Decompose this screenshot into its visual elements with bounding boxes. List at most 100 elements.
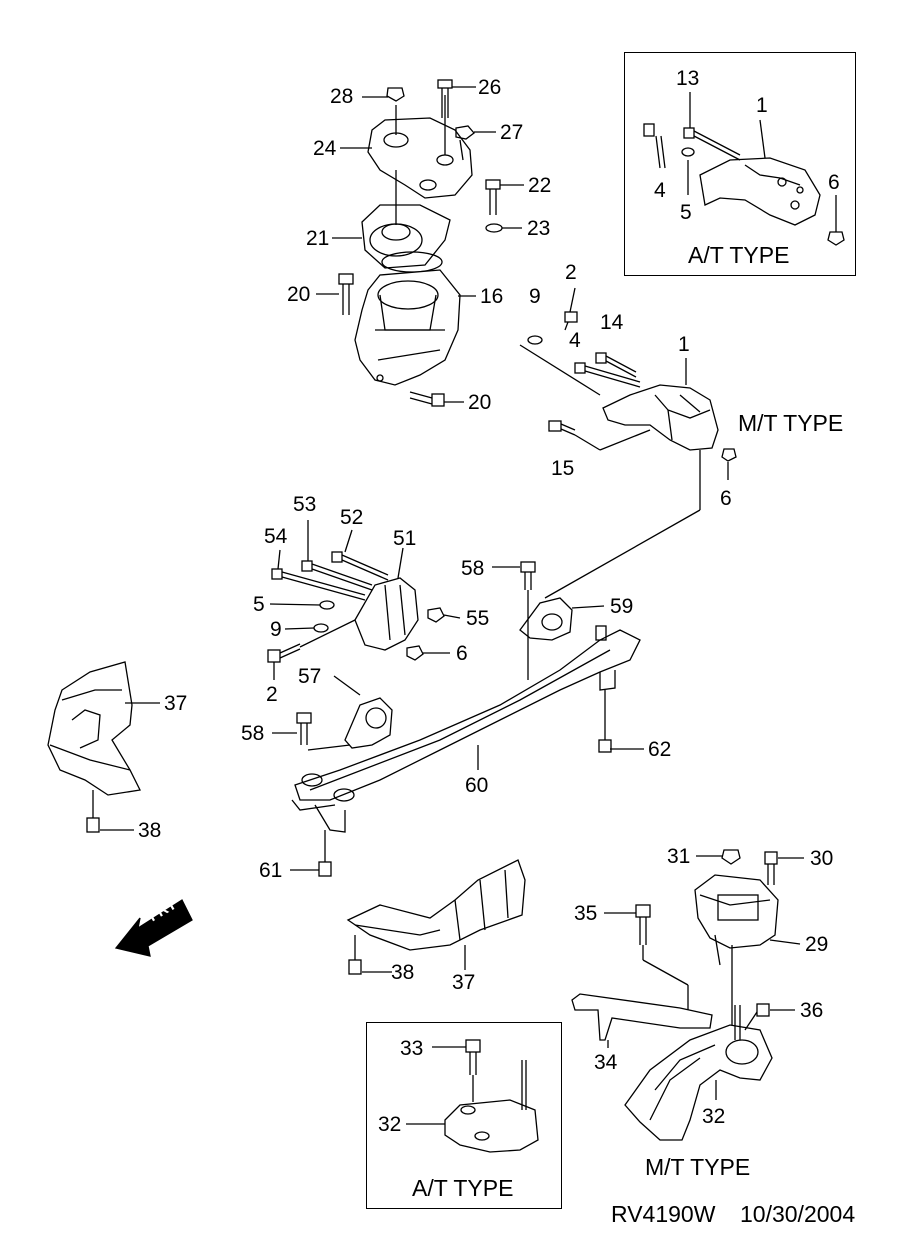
callout-37-center: 37 xyxy=(452,971,476,994)
bolt-53 xyxy=(301,560,373,591)
callout-38-center: 38 xyxy=(391,961,415,984)
callout-53: 53 xyxy=(293,493,317,516)
bolt-36 xyxy=(744,1003,770,1031)
washer-23 xyxy=(485,223,503,233)
crossmember-60 xyxy=(291,625,641,833)
bolt-2 xyxy=(267,643,301,663)
washer-5 xyxy=(319,600,335,610)
callout-38-left: 38 xyxy=(138,819,162,842)
callout-5: 5 xyxy=(253,593,265,616)
callout-61: 61 xyxy=(259,859,283,882)
mt-type-label-bottom: M/T TYPE xyxy=(645,1154,751,1180)
mt-washer-9 xyxy=(527,335,543,345)
callout-24: 24 xyxy=(313,137,337,160)
bolt-20-lower xyxy=(409,391,445,407)
mt-transmission-mount-1 xyxy=(602,384,719,451)
mt-bolt-4 xyxy=(574,362,641,388)
callout-6: 6 xyxy=(456,642,468,665)
callout-13-at: 13 xyxy=(676,67,700,90)
mt-bolt-14 xyxy=(595,352,637,378)
at-type-box-bottom xyxy=(366,1022,562,1209)
bolt-58-lower xyxy=(296,712,312,745)
mount-29 xyxy=(694,874,779,1030)
leader-lines-at-top xyxy=(687,92,837,232)
callout-28: 28 xyxy=(330,85,354,108)
callout-2-mt: 2 xyxy=(565,261,577,284)
callout-27: 27 xyxy=(500,121,524,144)
callout-1-at: 1 xyxy=(756,94,768,117)
callout-21: 21 xyxy=(306,227,330,250)
callout-32-at: 32 xyxy=(378,1113,402,1136)
nut-31 xyxy=(721,849,741,865)
callout-52: 52 xyxy=(340,506,364,529)
mount-insulator-57 xyxy=(344,697,393,749)
at-bolt-13 xyxy=(683,127,741,161)
callout-57: 57 xyxy=(298,665,322,688)
callout-36: 36 xyxy=(800,999,824,1022)
bolt-30 xyxy=(764,851,778,885)
nut-6 xyxy=(406,645,424,661)
mt-type-label-mid: M/T TYPE xyxy=(738,410,844,436)
bolt-61 xyxy=(318,830,332,877)
callout-16: 16 xyxy=(480,285,504,308)
callout-20-upper: 20 xyxy=(287,283,311,306)
mount-insulator-59 xyxy=(519,597,573,641)
mt-bolt-2 xyxy=(564,311,578,331)
at-type-label-top: A/T TYPE xyxy=(688,242,790,268)
callout-15-mt: 15 xyxy=(551,457,575,480)
bolt-28 xyxy=(386,87,405,102)
stay-34 xyxy=(571,993,713,1041)
bolt-58-upper xyxy=(520,561,536,680)
at-bolt-4 xyxy=(643,123,666,169)
callout-30: 30 xyxy=(810,847,834,870)
bolt-22 xyxy=(485,179,501,215)
callout-22: 22 xyxy=(528,174,552,197)
leader-lines-51 xyxy=(269,520,461,680)
nut-27 xyxy=(455,125,475,140)
callout-20-lower: 20 xyxy=(468,391,492,414)
callout-62: 62 xyxy=(648,738,672,761)
callout-4-at: 4 xyxy=(654,179,666,202)
leader-lines-crossmember xyxy=(272,566,644,871)
leader-lines-bottom-right xyxy=(604,855,804,1100)
mt-nut-6 xyxy=(721,448,737,462)
front-arrow-icon xyxy=(114,899,193,957)
drawing-id: RV4190W xyxy=(611,1201,716,1227)
callout-5-at: 5 xyxy=(680,201,692,224)
leader-lines-top xyxy=(316,86,524,403)
callout-14-mt: 14 xyxy=(600,311,624,334)
bolt-54 xyxy=(271,568,366,601)
bolt-33 xyxy=(406,1039,481,1125)
callout-31: 31 xyxy=(667,845,691,868)
callout-9: 9 xyxy=(270,618,282,641)
bracket-32-at xyxy=(444,1060,539,1153)
nut-55 xyxy=(427,607,445,623)
bolt-38-center xyxy=(348,935,466,975)
at-mount-1-top xyxy=(699,119,821,226)
callout-55: 55 xyxy=(466,607,490,630)
callout-51: 51 xyxy=(393,527,417,550)
bolt-52 xyxy=(331,551,389,581)
callout-58-upper: 58 xyxy=(461,557,485,580)
callout-34: 34 xyxy=(594,1051,618,1074)
callout-6-mt: 6 xyxy=(720,487,732,510)
callout-33: 33 xyxy=(400,1037,424,1060)
bolt-38-left xyxy=(86,790,134,833)
callout-59: 59 xyxy=(610,595,634,618)
bolt-26 xyxy=(437,79,453,118)
callout-4-mt: 4 xyxy=(569,329,581,352)
callout-6-at: 6 xyxy=(828,171,840,194)
at-nut-6 xyxy=(827,231,845,246)
callout-29: 29 xyxy=(805,933,829,956)
at-type-box-top xyxy=(624,52,856,276)
callout-26: 26 xyxy=(478,76,502,99)
bracket-51 xyxy=(354,577,419,651)
bracket-32-mt xyxy=(624,1005,773,1141)
callout-54: 54 xyxy=(264,525,288,548)
callout-9-mt: 9 xyxy=(529,285,541,308)
bolt-62 xyxy=(598,690,612,753)
at-washer-5 xyxy=(681,147,695,157)
mount-insulator-21 xyxy=(361,204,451,273)
splash-shield-37-center xyxy=(346,859,526,951)
